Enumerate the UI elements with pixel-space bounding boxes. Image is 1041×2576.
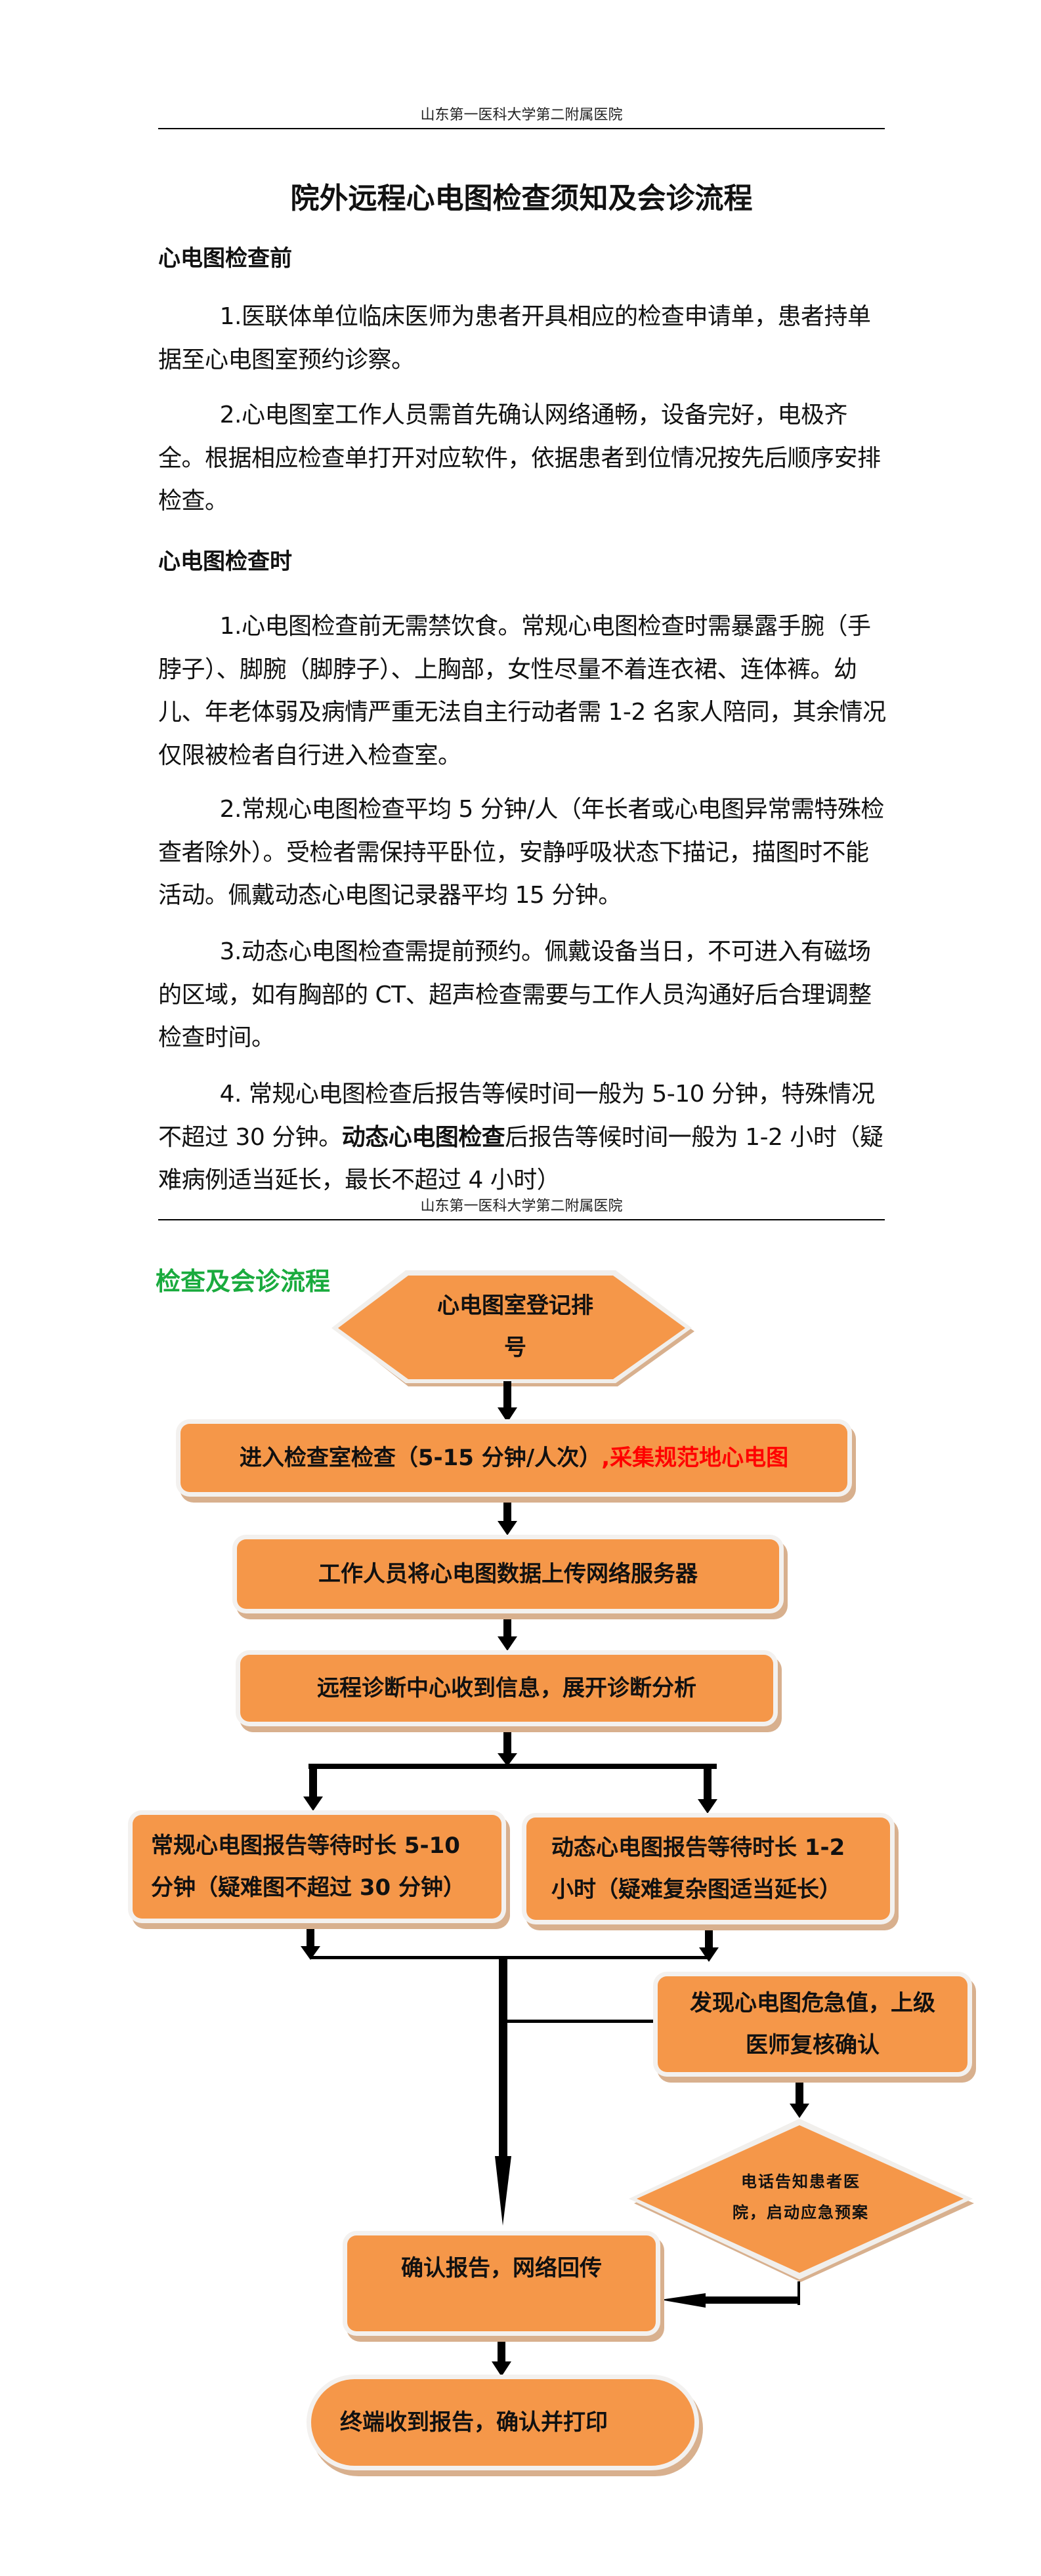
p4-text-b: 后报告等候时间一般为 1-2 小时（疑难病例适当延长，最长不超过 4 小时） bbox=[158, 1123, 883, 1194]
trunk-arrow-head bbox=[495, 2156, 511, 2226]
critical-value-step: 发现心电图危急值，上级 医师复核确认 bbox=[658, 1976, 967, 2072]
register-label-line: 号 bbox=[504, 1335, 526, 1361]
trunk-shaft bbox=[499, 1957, 507, 2157]
arrow-head bbox=[660, 2293, 706, 2308]
flow-heading: 检查及会诊流程 bbox=[156, 1267, 331, 1296]
holter-label-line: 小时（疑难复杂图适当延长） bbox=[551, 1877, 841, 1903]
remote-diagnosis-step: 远程诊断中心收到信息，展开诊断分析 bbox=[240, 1655, 773, 1722]
arrow-head bbox=[492, 2361, 511, 2377]
exam-highlight: ,采集规范地心电图 bbox=[601, 1445, 789, 1471]
arrow-shaft bbox=[704, 1766, 712, 1799]
paragraph: 1.医联体单位临床医师为患者开具相应的检查申请单，患者持单据至心电图室预约诊察。 bbox=[158, 303, 871, 373]
holter-report-step: 动态心电图报告等待时长 1-2 小时（疑难复杂图适当延长） bbox=[526, 1818, 890, 1920]
page-header: 山东第一医科大学第二附属医院 bbox=[420, 1198, 623, 1215]
header-divider bbox=[158, 1219, 885, 1220]
header-divider bbox=[158, 128, 885, 129]
critical-branch-line bbox=[507, 2020, 653, 2023]
branch-line bbox=[308, 1764, 717, 1769]
arrow-shaft bbox=[503, 1726, 511, 1757]
register-label-line: 心电图室登记排 bbox=[437, 1293, 593, 1319]
document-title: 院外远程心电图检查须知及会诊流程 bbox=[290, 182, 753, 215]
return-shaft bbox=[702, 2296, 800, 2304]
arrow-head bbox=[790, 2104, 809, 2118]
section-heading-during: 心电图检查时 bbox=[158, 549, 292, 575]
arrow-shaft bbox=[309, 1765, 317, 1798]
arrow-head bbox=[498, 1636, 517, 1651]
paragraph: 3.动态心电图检查需提前预约。佩戴设备当日，不可进入有磁场的区域，如有胸部的 C… bbox=[158, 938, 872, 1051]
arrow-shaft bbox=[796, 2075, 803, 2105]
arrow-shaft bbox=[307, 1922, 314, 1947]
register-step: 心电图室登记排 号 bbox=[338, 1285, 692, 1369]
arrow-head bbox=[699, 1947, 719, 1962]
routine-label-line: 常规心电图报告等待时长 5-10 bbox=[151, 1833, 460, 1859]
arrow-shaft bbox=[498, 2334, 505, 2363]
return-line bbox=[797, 2281, 800, 2305]
paragraph: 2.心电图室工作人员需首先确认网络通畅，设备完好，电极齐全。根据相应检查单打开对… bbox=[158, 402, 881, 514]
page-header: 山东第一医科大学第二附属医院 bbox=[420, 107, 623, 123]
upload-step: 工作人员将心电图数据上传网络服务器 bbox=[237, 1539, 779, 1609]
paragraph: 2.常规心电图检查平均 5 分钟/人（年长者或心电图异常需特殊检查者除外）。受检… bbox=[158, 796, 884, 909]
exam-step: 进入检查室检查（5-15 分钟/人次）,采集规范地心电图 bbox=[181, 1424, 847, 1492]
arrow-shaft bbox=[503, 1496, 511, 1522]
holter-label-line: 动态心电图报告等待时长 1-2 bbox=[551, 1835, 845, 1861]
register-hexagon bbox=[338, 1276, 685, 1379]
arrow-shaft bbox=[705, 1925, 713, 1949]
critical-label-line: 医师复核确认 bbox=[746, 2032, 880, 2058]
exam-label: 进入检查室检查（5-15 分钟/人次） bbox=[239, 1445, 602, 1471]
arrow-head bbox=[498, 1753, 517, 1766]
p4-bold: 动态心电图检查 bbox=[341, 1123, 505, 1151]
notify-label-line: 电话告知患者医 bbox=[741, 2172, 860, 2191]
section-heading-before: 心电图检查前 bbox=[158, 245, 292, 272]
arrow-head bbox=[698, 1799, 717, 1814]
arrow-head bbox=[301, 1946, 320, 1960]
paragraph: 1.心电图检查前无需禁饮食。常规心电图检查时需暴露手腕（手脖子）、脚腕（脚脖子）… bbox=[158, 613, 886, 769]
arrow-shaft bbox=[503, 1613, 511, 1638]
p4-text-a: 4. 常规心电图检查后报告等候时间一般为 5-10 分钟，特殊情况不超过 30 … bbox=[158, 1081, 875, 1151]
arrow-head bbox=[498, 1521, 517, 1535]
arrow-head bbox=[303, 1797, 323, 1811]
arrow-shaft bbox=[503, 1381, 511, 1409]
paragraph-4: 4. 常规心电图检查后报告等候时间一般为 5-10 分钟，特殊情况不超过 30 … bbox=[158, 1073, 887, 1202]
notify-diamond bbox=[637, 2125, 964, 2273]
merge-line bbox=[310, 1956, 709, 1959]
critical-label-line: 发现心电图危急值，上级 bbox=[690, 1990, 935, 2016]
routine-report-step: 常规心电图报告等待时长 5-10 分钟（疑难图不超过 30 分钟） bbox=[133, 1815, 501, 1919]
arrow-head bbox=[498, 1407, 517, 1423]
routine-label-line: 分钟（疑难图不超过 30 分钟） bbox=[151, 1875, 465, 1901]
terminal-print-step: 终端收到报告，确认并打印 bbox=[311, 2379, 694, 2466]
confirm-report-step: 确认报告，网络回传 bbox=[347, 2235, 656, 2331]
notify-label-line: 院，启动应急预案 bbox=[733, 2203, 869, 2222]
notify-step: 电话告知患者医 院，启动应急预案 bbox=[709, 2167, 893, 2228]
